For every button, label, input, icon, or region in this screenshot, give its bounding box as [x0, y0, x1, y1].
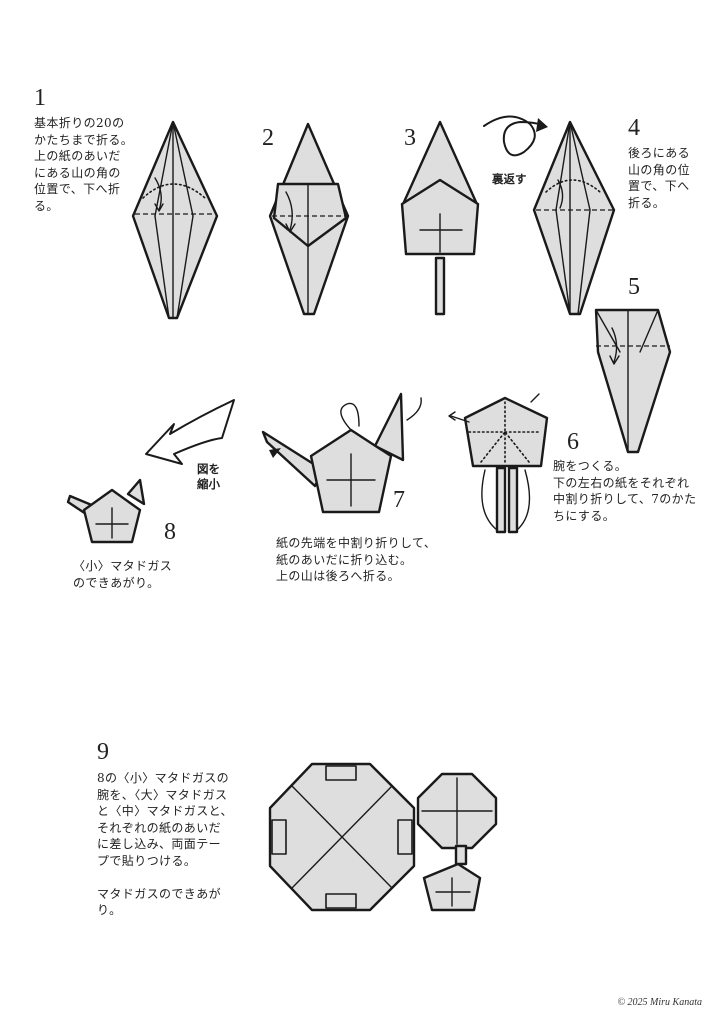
step-8-figure	[66, 478, 146, 544]
shrink-label: 図を 縮小	[197, 462, 220, 491]
step-1-number: 1	[34, 85, 46, 111]
turn-over-arrow	[483, 115, 548, 157]
step-1-instruction: 基本折りの20の かたちまで折る。 上の紙のあいだ にある山の角の 位置で、下へ…	[34, 116, 134, 213]
step-3-figure	[400, 120, 480, 316]
step-3-number: 3	[404, 125, 416, 151]
step-6-instruction: 腕をつくる。 下の左右の紙をそれぞれ 中割り折りして、7のかた ちにする。	[553, 459, 697, 523]
step-9-figure	[268, 762, 498, 912]
step-8-number: 8	[164, 519, 176, 545]
step-7-instruction: 紙の先端を中割り折りして、 紙のあいだに折り込む。 上の山は後ろへ折る。	[276, 536, 437, 583]
copyright: © 2025 Miru Kanata	[617, 997, 702, 1008]
step-9-instruction: 8の〈小〉マタドガスの 腕を、〈大〉マタドガス と〈中〉マタドガスと、 それぞれ…	[97, 771, 233, 917]
step-7-figure	[261, 392, 422, 514]
step-5-figure	[594, 308, 672, 454]
step-4-number: 4	[628, 115, 640, 141]
shrink-arrow	[145, 399, 235, 465]
step-7-number: 7	[393, 487, 405, 513]
step-2-figure	[268, 122, 350, 316]
turn-over-label: 裏返す	[492, 172, 527, 186]
step-5-number: 5	[628, 274, 640, 300]
step-4-instruction: 後ろにある 山の角の位 置で、下へ 折る。	[628, 146, 691, 210]
step-8-instruction: 〈小〉マタドガス のできあがり。	[73, 559, 173, 590]
step-4-figure	[532, 120, 616, 316]
step-1-figure	[131, 120, 219, 320]
step-9-number: 9	[97, 739, 109, 765]
step-6-figure	[448, 393, 549, 534]
step-6-number: 6	[567, 429, 579, 455]
step-2-number: 2	[262, 125, 274, 151]
